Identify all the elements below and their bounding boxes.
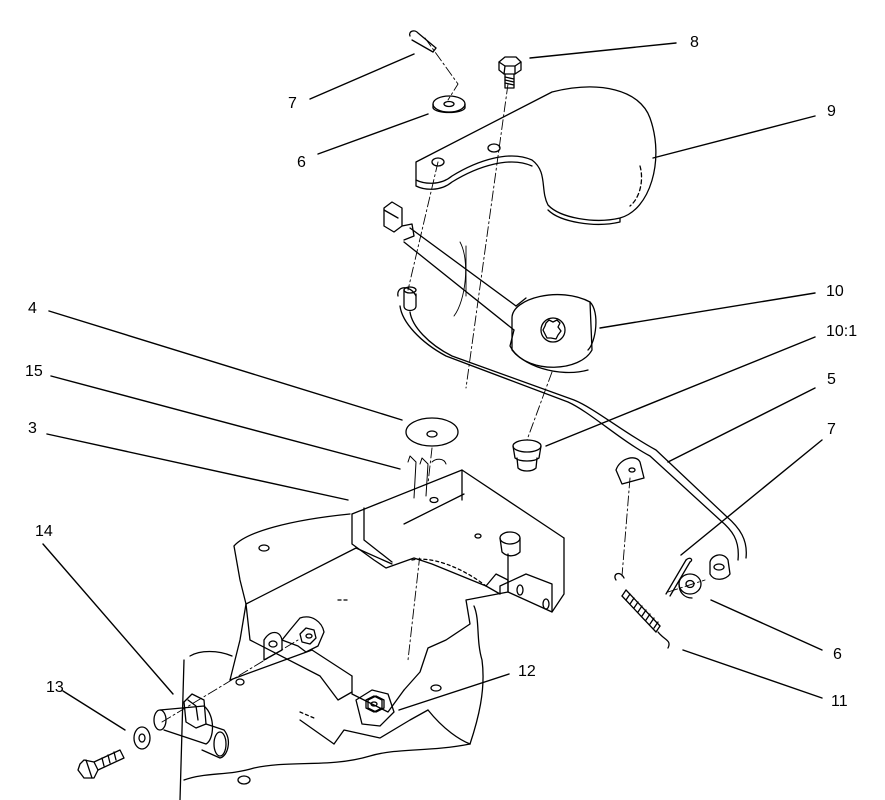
leader-10	[600, 293, 815, 328]
arm-shaft	[384, 202, 596, 373]
bracket-3	[352, 470, 564, 612]
bolt-8	[499, 57, 521, 88]
callout-6-top: 6	[297, 154, 306, 171]
callout-10-1: 10:1	[826, 323, 858, 340]
leader-9	[653, 116, 815, 158]
leader-7-right	[681, 440, 822, 555]
leader-4	[49, 311, 402, 420]
leader-15	[51, 376, 400, 469]
callout-11: 11	[831, 693, 848, 710]
centerline-cotter-pin	[425, 38, 458, 100]
leader-lines	[43, 43, 822, 730]
callout-6-right: 6	[833, 646, 842, 663]
leader-6-right	[711, 600, 822, 650]
callout-4: 4	[28, 300, 37, 317]
nut-12	[368, 696, 384, 712]
callout-13: 13	[46, 679, 64, 696]
clamp-14	[154, 694, 228, 758]
leader-10-1	[546, 337, 815, 446]
leader-7-top	[310, 54, 414, 99]
leader-3	[47, 434, 348, 500]
callout-14: 14	[35, 523, 53, 540]
washer-right	[679, 574, 701, 598]
callout-7-top: 7	[288, 95, 297, 112]
callout-15: 15	[25, 363, 43, 380]
callout-10: 10	[826, 283, 844, 300]
cam-plate	[416, 87, 656, 224]
centerline-spring	[622, 478, 630, 576]
bushing-10-1	[513, 440, 541, 471]
callout-5: 5	[827, 371, 836, 388]
centerline-bushing	[527, 372, 552, 440]
washer-top	[433, 96, 465, 113]
bolt-13	[78, 727, 150, 778]
frame-plate	[180, 514, 508, 800]
leader-5	[668, 388, 815, 462]
callout-12: 12	[518, 663, 536, 680]
bracket-bushing	[500, 532, 520, 556]
leader-8	[530, 43, 676, 58]
callout-3: 3	[28, 420, 37, 437]
cotter-pin-right	[666, 558, 692, 596]
leader-11	[683, 650, 822, 698]
callout-7-right: 7	[827, 421, 836, 438]
leader-12	[399, 674, 509, 710]
cotter-pin-top	[410, 31, 436, 52]
centerline-bolt-8	[466, 84, 508, 388]
spring-11	[615, 574, 669, 648]
washer-4	[406, 418, 458, 446]
leader-6-top	[318, 114, 428, 154]
link-rod	[398, 287, 746, 579]
callout-9: 9	[827, 103, 836, 120]
callout-8: 8	[690, 34, 699, 51]
leader-14	[43, 544, 173, 694]
leader-13	[63, 691, 125, 730]
clips-15	[408, 456, 446, 498]
